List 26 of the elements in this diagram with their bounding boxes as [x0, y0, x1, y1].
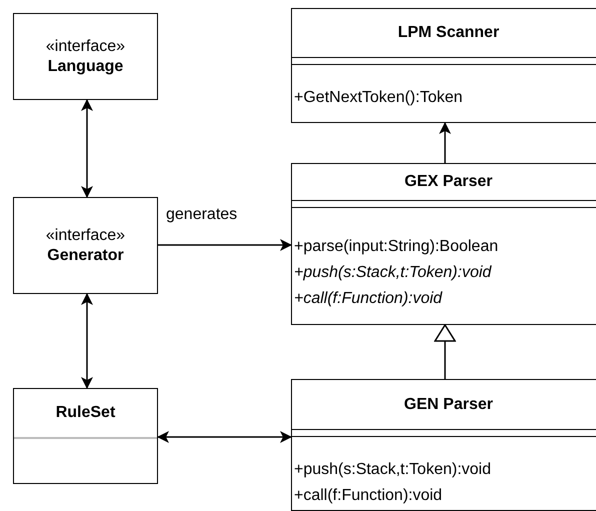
association-arrow: [158, 239, 292, 251]
class-box: [291, 379, 596, 511]
generalization-arrow: [434, 324, 456, 379]
class-name: GEX Parser: [403, 172, 494, 192]
class-name: GEN Parser: [403, 394, 494, 414]
method-text: +push(s:Stack,t:Token):void: [294, 460, 491, 480]
stereotype-label: «interface»: [46, 226, 126, 246]
method-text: +push(s:Stack,t:Token):void: [294, 263, 492, 283]
interface-box: [13, 13, 158, 100]
interface-box: [13, 197, 158, 294]
method-text: +GetNextToken():Token: [294, 88, 463, 108]
class-name: LPM Scanner: [396, 23, 500, 43]
method-text: +call(f:Function):void: [294, 289, 442, 309]
stereotype-label: «interface»: [46, 36, 126, 56]
class-box: [13, 388, 158, 484]
method-text: +call(f:Function):void: [294, 486, 442, 506]
association-arrow: [157, 431, 292, 443]
class-box: [291, 8, 596, 123]
class-name: Generator: [47, 246, 124, 266]
class-box: [291, 163, 596, 325]
association-arrow: [439, 122, 451, 163]
class-name: Language: [48, 56, 124, 76]
method-text: +parse(input:String):Boolean: [294, 237, 498, 257]
association-arrow: [81, 99, 93, 198]
class-name: RuleSet: [54, 403, 116, 423]
association-arrow: [81, 293, 93, 389]
